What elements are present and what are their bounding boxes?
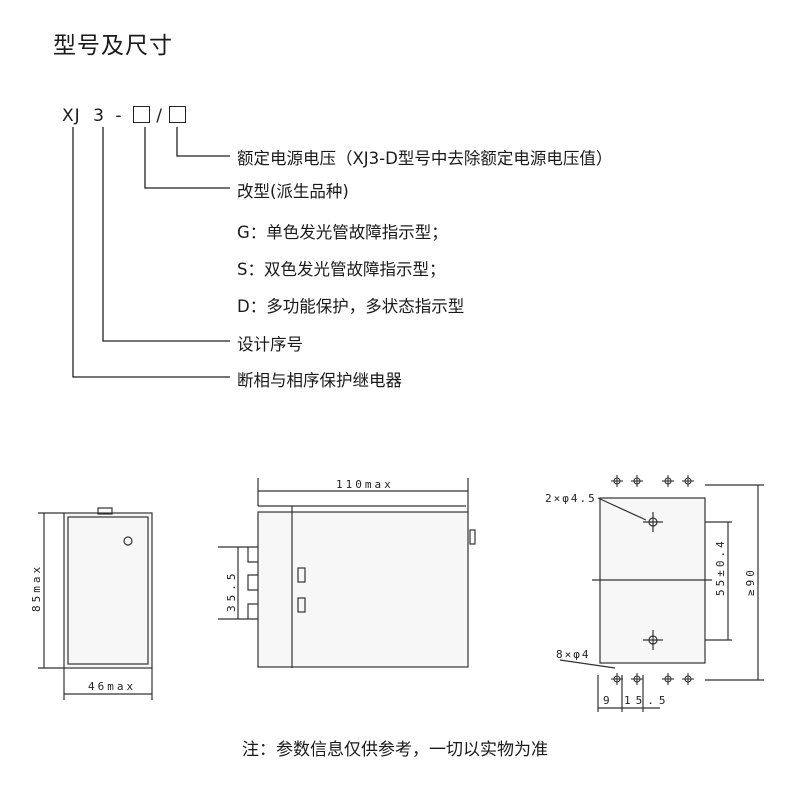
- dim-bottom-a: 9: [603, 694, 610, 707]
- dim-depth: 110max: [336, 478, 394, 491]
- model-dash: -: [115, 106, 123, 126]
- model-box-1: [132, 106, 150, 123]
- model-box-2: [169, 106, 187, 123]
- model-code: XJ 3 - /: [62, 106, 187, 126]
- dim-hole-distance: 55±0.4: [714, 538, 727, 596]
- desc-type-s: S：双色发光管故障指示型；: [237, 260, 446, 279]
- page-title: 型号及尺寸: [53, 33, 173, 59]
- desc-type-g: G：单色发光管故障指示型；: [237, 223, 448, 242]
- model-number: 3: [93, 106, 105, 126]
- dim-width: 46max: [88, 680, 136, 693]
- dim-bottom-b: 15.5: [624, 694, 671, 707]
- desc-rated-voltage: 额定电源电压（XJ3-D型号中去除额定电源电压值）: [237, 149, 613, 168]
- model-slash: /: [156, 106, 163, 126]
- model-prefix: XJ: [62, 106, 81, 126]
- terminal-marks: [611, 475, 694, 685]
- footnote: 注：参数信息仅供参考，一切以实物为准: [242, 740, 548, 760]
- dim-height: 85max: [30, 564, 43, 612]
- desc-design-number: 设计序号: [237, 335, 303, 354]
- desc-product-name: 断相与相序保护继电器: [237, 371, 402, 390]
- desc-type-d: D：多功能保护，多状态指示型: [237, 297, 465, 316]
- dim-hole-bottom: 8×φ4: [556, 648, 591, 661]
- dim-overall: ≥90: [744, 567, 757, 596]
- dim-hole-top: 2×φ4.5: [545, 492, 597, 505]
- dim-pin-pitch: 35.5: [225, 570, 238, 613]
- desc-variant: 改型(派生品种): [237, 182, 349, 201]
